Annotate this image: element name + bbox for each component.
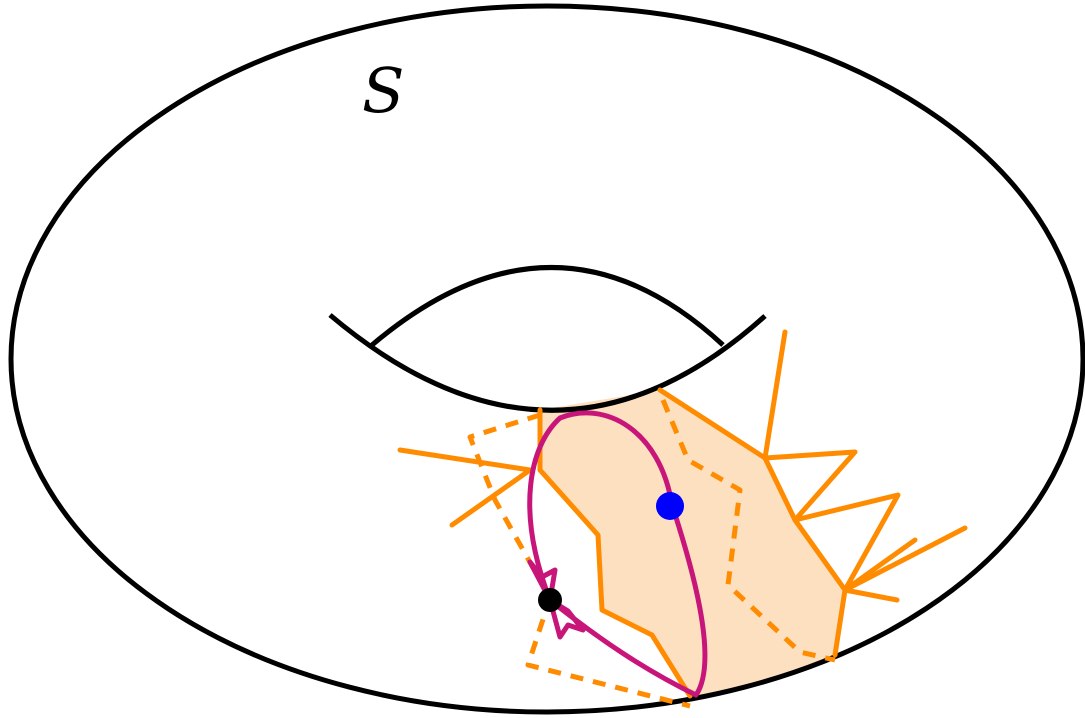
surface-label: S xyxy=(362,54,404,127)
marked-point xyxy=(656,492,684,520)
shaded-region xyxy=(540,390,845,696)
graph-edge-left-arm xyxy=(400,450,530,525)
graph-edge-right-spikes xyxy=(845,528,965,600)
torus-hole-upper-curve xyxy=(372,268,723,346)
graph-edge-spike-top xyxy=(765,332,785,458)
base-point xyxy=(538,588,562,612)
